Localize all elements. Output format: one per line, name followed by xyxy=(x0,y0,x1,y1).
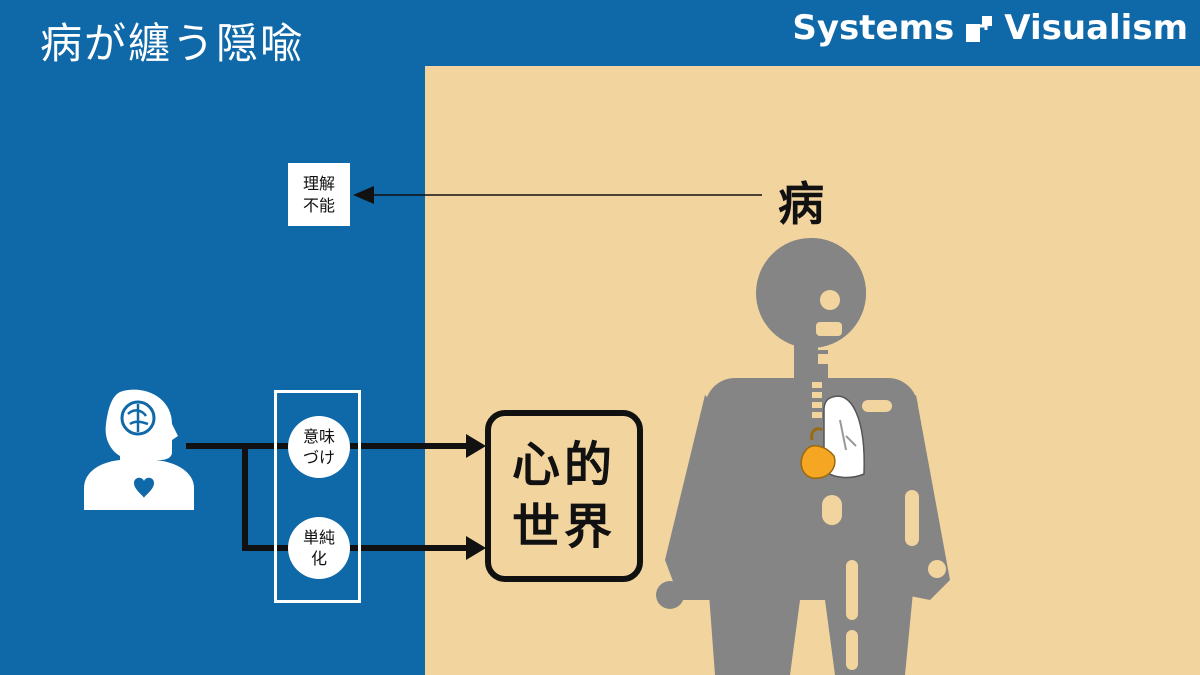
simplify-line1: 単純 xyxy=(302,528,335,547)
logo-mark-icon xyxy=(964,13,994,43)
logo-word-visualism: Visualism xyxy=(1004,8,1188,48)
arrow-meaning-head xyxy=(466,434,486,458)
incomprehensible-line2: 不能 xyxy=(302,195,335,215)
logo-word-systems: Systems xyxy=(792,8,955,48)
simplify-circle: 単純 化 xyxy=(288,517,350,579)
brand-logo: Systems Visualism xyxy=(792,8,1188,48)
arrow-simplify-head xyxy=(466,536,486,560)
incomprehensible-box: 理解 不能 xyxy=(288,163,350,226)
mind-line1: 心的 xyxy=(511,437,616,493)
incomprehensible-line1: 理解 xyxy=(302,173,335,193)
disease-label: 病 xyxy=(778,177,824,231)
process-frame xyxy=(274,390,361,603)
mind-world-box: 心的 世界 xyxy=(485,410,643,582)
meaning-circle: 意味 づけ xyxy=(288,416,350,478)
mind-line2: 世界 xyxy=(511,499,616,555)
meaning-line2: づけ xyxy=(302,448,335,467)
person-with-brain-and-heart-icon xyxy=(80,386,198,510)
simplify-line2: 化 xyxy=(310,549,327,568)
slide-title: 病が纏う隠喩 xyxy=(40,19,305,68)
arrow-simplify-line xyxy=(242,446,470,551)
meaning-line1: 意味 xyxy=(302,427,335,446)
